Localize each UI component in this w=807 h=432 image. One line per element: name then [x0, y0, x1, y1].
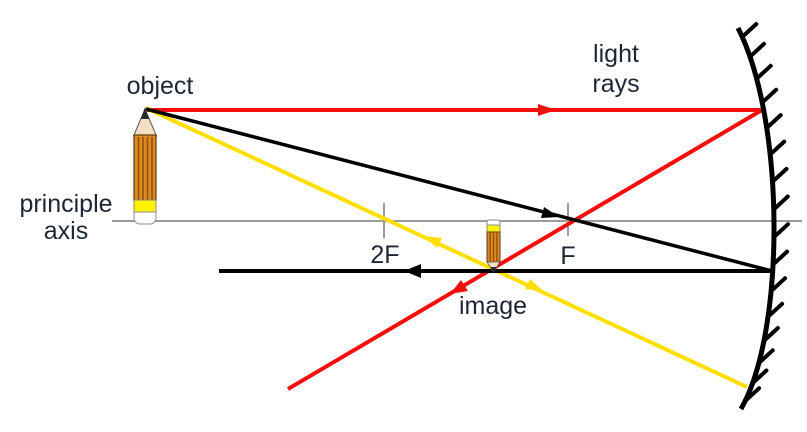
parallel-ray-reflected [286, 108, 764, 391]
mirror-hatch-tick [757, 348, 775, 365]
light-rays-label: light rays [592, 39, 639, 99]
principal-axis-label: principle axis [19, 191, 112, 245]
image-pencil-tip [490, 267, 497, 273]
f-label: F [560, 242, 576, 270]
concave-mirror [735, 26, 777, 411]
mirror-hatch-tick [770, 276, 788, 293]
object-label: object [126, 72, 194, 100]
image-pencil-stripes [489, 233, 498, 261]
object-pencil-band [133, 199, 157, 214]
focal-ray-incident [145, 107, 773, 273]
light-rays-label-line2: rays [592, 70, 640, 98]
mirror-hatch-tick [755, 63, 773, 80]
object-pencil-eraser [133, 211, 157, 225]
light-rays-label-line1: light [593, 40, 639, 68]
image-label: image [458, 292, 528, 320]
center-ray [145, 106, 748, 389]
image-pencil [486, 219, 501, 273]
focal-ray-reflected-arrow [404, 264, 421, 278]
object-pencil-stripes [137, 137, 153, 200]
principal-axis-label-line2: axis [43, 217, 89, 245]
mirror-hatch-tick [761, 87, 779, 104]
mirror-hatch-tick [744, 386, 762, 403]
object-pencil-tip [141, 107, 149, 119]
principal-axis-label-line1: principle [19, 190, 113, 218]
mirror-hatch-tick [762, 326, 780, 342]
mirror-hatch-tick [773, 222, 790, 239]
mirror-hatch-tick [769, 139, 787, 156]
mirror-hatch-tick [741, 22, 759, 38]
mirror-hatch-tick [751, 368, 769, 385]
mirror-hatch-tick [771, 166, 789, 183]
center-ray-reflected-arrow [424, 236, 442, 248]
mirror-hatch-tick [767, 301, 785, 318]
mirror-hatch-tick [772, 194, 790, 211]
mirror-hatch-tick [749, 41, 766, 58]
focal-ray-incident-arrow [541, 207, 559, 218]
mirror-hatch-tick [772, 249, 790, 266]
center-ray-incident-arrow [525, 279, 543, 291]
mirror-hatching [741, 22, 790, 403]
parallel-ray-incident-arrow [538, 104, 556, 116]
object-pencil [132, 107, 158, 225]
two-f-label: 2F [370, 241, 400, 269]
parallel-ray-reflected-arrow [450, 280, 468, 294]
mirror-hatch-tick [765, 113, 783, 130]
